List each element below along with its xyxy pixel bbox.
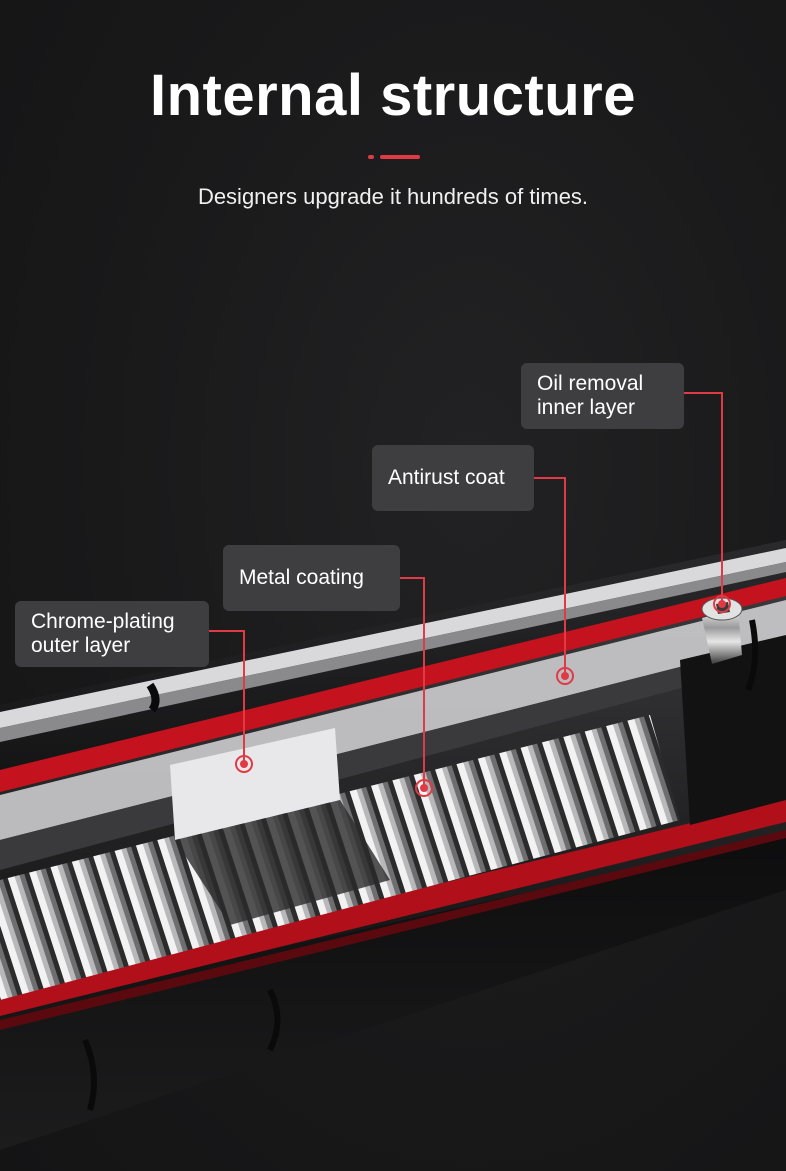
callout-oil-removal: Oil removal inner layer: [521, 363, 684, 429]
callout-oil-line2: inner layer: [537, 396, 636, 419]
callout-metal-coating: Metal coating: [223, 545, 400, 611]
title-accent-divider: [368, 155, 420, 159]
marker-oil: [713, 595, 731, 613]
marker-antirust: [556, 667, 574, 685]
callout-metal-line1: Metal coating: [239, 566, 364, 589]
callout-leaders: [209, 392, 723, 788]
leader-metal: [400, 577, 425, 788]
callout-markers: [235, 595, 731, 797]
marker-chrome: [235, 755, 253, 773]
page-title: Internal structure: [150, 63, 636, 128]
callout-chrome-line1: Chrome-plating: [31, 610, 175, 633]
callout-antirust-line1: Antirust coat: [388, 466, 505, 489]
callout-chrome-plating: Chrome-plating outer layer: [15, 601, 209, 667]
callout-chrome-line2: outer layer: [31, 634, 131, 657]
marker-metal: [415, 779, 433, 797]
leader-oil: [684, 392, 723, 604]
rod-body: [0, 540, 786, 1150]
callout-antirust-coat: Antirust coat: [372, 445, 534, 511]
callout-oil-line1: Oil removal: [537, 372, 644, 395]
accent-bar: [380, 155, 420, 159]
page-subtitle: Designers upgrade it hundreds of times.: [197, 184, 589, 209]
leader-chrome: [209, 630, 245, 764]
cap-screw: [701, 597, 743, 664]
leader-antirust: [534, 477, 566, 676]
accent-dot: [368, 155, 374, 159]
